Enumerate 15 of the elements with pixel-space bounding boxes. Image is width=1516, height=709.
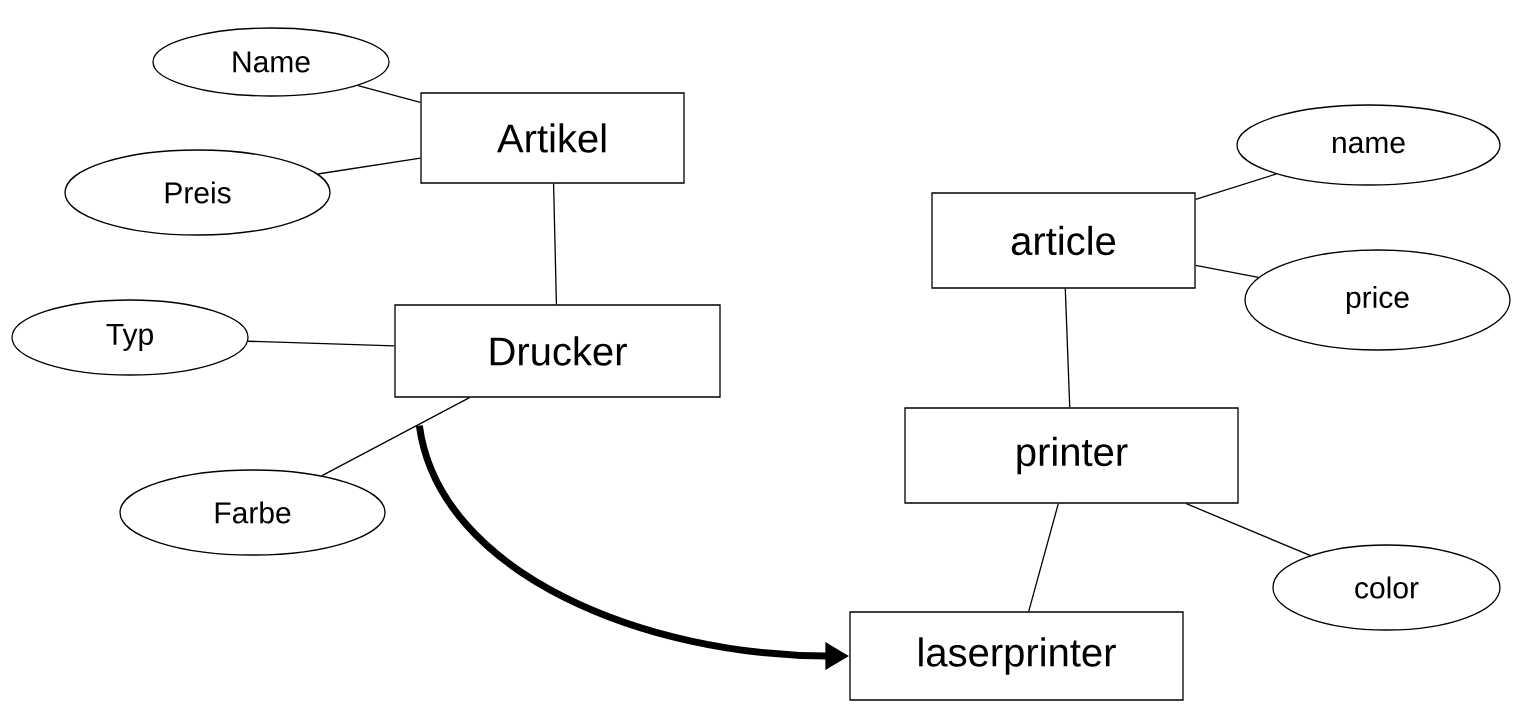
entity-box: printer bbox=[904, 407, 1239, 504]
connector-line bbox=[1064, 288, 1071, 408]
entity-box: article bbox=[931, 192, 1196, 289]
connector-line bbox=[1185, 503, 1311, 557]
connector-line bbox=[552, 183, 558, 305]
connector-line bbox=[1195, 173, 1277, 200]
connector-line bbox=[1195, 264, 1260, 278]
connector-line bbox=[321, 397, 471, 477]
connector-line bbox=[317, 157, 421, 175]
entity-box: Drucker bbox=[394, 304, 721, 398]
connector-line bbox=[1028, 503, 1059, 612]
entity-box: laserprinter bbox=[849, 611, 1184, 701]
entity-box: Artikel bbox=[420, 92, 685, 184]
connector-line bbox=[247, 340, 395, 347]
connector-line bbox=[357, 84, 421, 104]
